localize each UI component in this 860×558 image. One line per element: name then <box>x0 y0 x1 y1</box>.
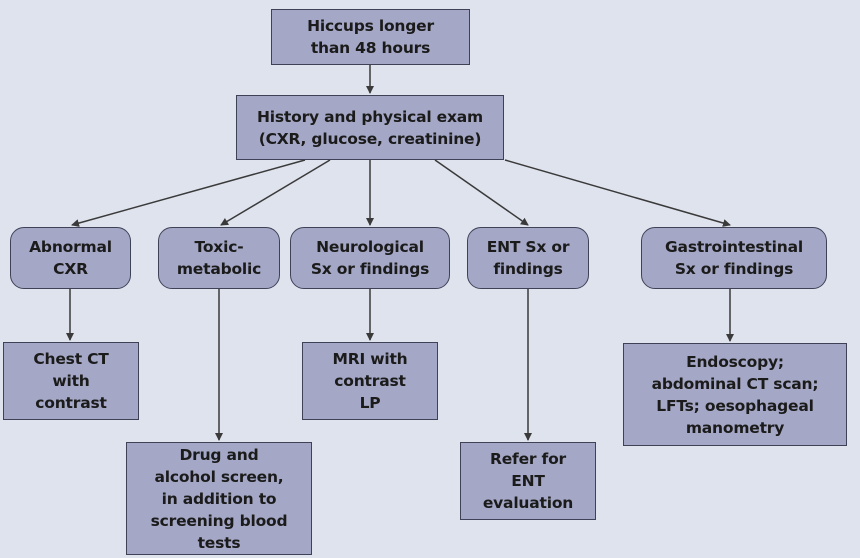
node-history-exam: History and physical exam (CXR, glucose,… <box>236 95 504 160</box>
node-chest-ct-label: Chest CT with contrast <box>33 350 109 412</box>
node-toxic-metabolic: Toxic- metabolic <box>158 227 280 289</box>
node-gastrointestinal: Gastrointestinal Sx or findings <box>641 227 827 289</box>
node-ent-label: ENT Sx or findings <box>486 238 570 278</box>
node-ent-referral-label: Refer for ENT evaluation <box>482 450 574 512</box>
node-drug-screen-label: Drug and alcohol screen, in addition to … <box>150 445 288 552</box>
node-gastrointestinal-label: Gastrointestinal Sx or findings <box>665 238 803 278</box>
node-mri-label: MRI with contrast LP <box>332 350 408 412</box>
node-ent: ENT Sx or findings <box>467 227 589 289</box>
arrow-history-to-ent <box>434 159 529 226</box>
node-abnormal-cxr: Abnormal CXR <box>10 227 131 289</box>
arrow-history-to-gastrointestinal <box>504 159 731 227</box>
node-neurological: Neurological Sx or findings <box>290 227 450 289</box>
arrow-history-to-toxic-metabolic <box>220 159 331 226</box>
node-endoscopy: Endoscopy; abdominal CT scan; LFTs; oeso… <box>623 343 847 446</box>
node-chest-ct: Chest CT with contrast <box>3 342 139 420</box>
node-hiccups-start-label: Hiccups longer than 48 hours <box>307 17 434 57</box>
node-mri: MRI with contrast LP <box>302 342 438 420</box>
arrow-history-to-abnormal-cxr <box>71 159 306 227</box>
node-toxic-metabolic-label: Toxic- metabolic <box>176 238 262 278</box>
node-drug-screen: Drug and alcohol screen, in addition to … <box>126 442 312 555</box>
node-abnormal-cxr-label: Abnormal CXR <box>29 238 112 278</box>
node-ent-referral: Refer for ENT evaluation <box>460 442 596 520</box>
node-neurological-label: Neurological Sx or findings <box>310 238 430 278</box>
node-history-exam-label: History and physical exam (CXR, glucose,… <box>257 107 483 148</box>
node-endoscopy-label: Endoscopy; abdominal CT scan; LFTs; oeso… <box>651 352 819 437</box>
node-hiccups-start: Hiccups longer than 48 hours <box>271 9 470 65</box>
